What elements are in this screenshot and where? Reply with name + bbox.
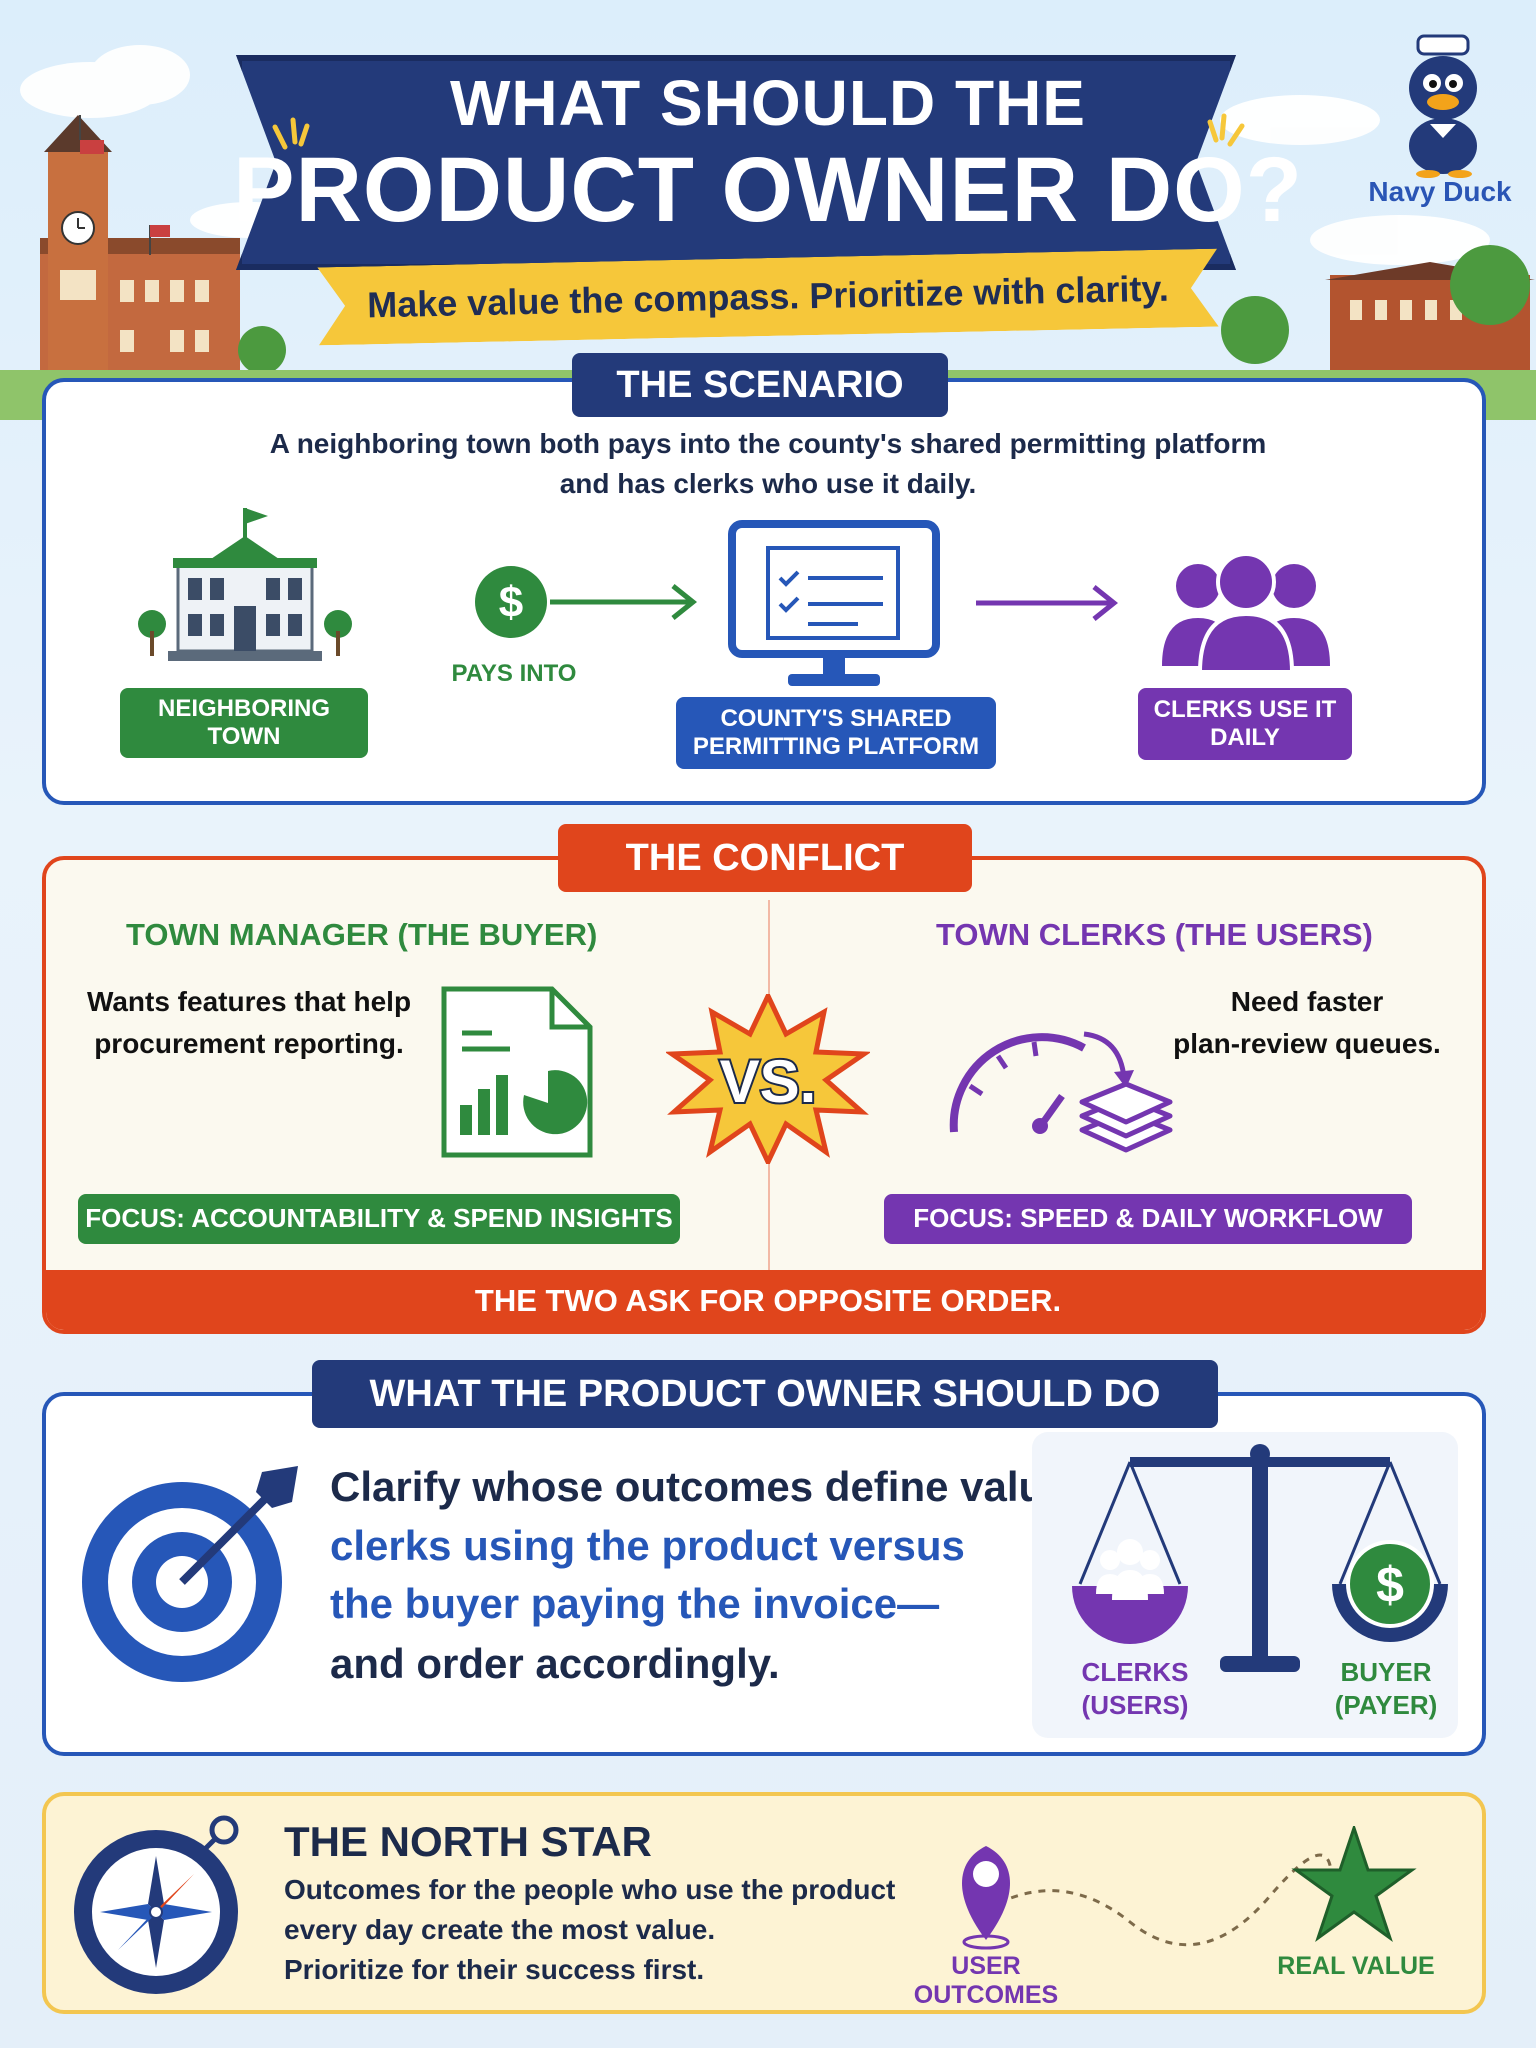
conflict-heading: THE CONFLICT [558, 824, 972, 892]
buyer-line1: Wants features that help [86, 986, 412, 1017]
scale-left-line2: (USERS) [1081, 1689, 1189, 1720]
dollar-icon [475, 566, 547, 638]
town-label-line1: NEIGHBORING [157, 695, 330, 723]
arrow-right-icon [976, 585, 1119, 621]
report-document-icon [441, 986, 593, 1158]
north-star-line3: Prioritize for their success first. [284, 1954, 705, 1985]
real-value-label: REAL VALUE [1277, 1952, 1435, 1980]
clerks-label-line1: CLERKS USE IT [1153, 696, 1337, 724]
compass-icon [74, 1815, 239, 1994]
value-path-graphic [962, 1826, 1417, 1950]
scenario-line2: and has clerks who use it daily. [559, 468, 977, 499]
buyer-line2: procurement reporting. [94, 1028, 404, 1059]
page-title-line2: PRODUCT OWNER DO? [233, 139, 1303, 241]
action-line3: the buyer paying the invoice— [330, 1580, 940, 1627]
star-icon [1291, 1826, 1417, 1942]
clerks-label: CLERKS USE IT DAILY [1138, 688, 1352, 760]
sparkle-icon [272, 117, 310, 150]
pays-into-label: PAYS INTO [451, 660, 577, 687]
svg-text:$: $ [499, 578, 523, 627]
people-icon [1162, 556, 1330, 674]
action-line1: Clarify whose outcomes define value— [330, 1463, 1110, 1510]
scenario-line1: A neighboring town both pays into the co… [269, 428, 1267, 459]
arrow-right-icon [671, 584, 698, 620]
users-line2: plan-review queues. [1173, 1028, 1441, 1059]
scenario-heading: THE SCENARIO [572, 353, 948, 417]
conflict-footer: THE TWO ASK FOR OPPOSITE ORDER. [474, 1283, 1062, 1318]
action-line2: clerks using the product versus [330, 1522, 965, 1569]
vs-burst-icon: VS. [666, 994, 870, 1164]
north-star-heading: THE NORTH STAR [284, 1818, 652, 1865]
users-focus: FOCUS: SPEED & DAILY WORKFLOW [884, 1194, 1412, 1244]
user-outcomes-label: USER OUTCOMES [913, 1952, 1059, 2009]
users-heading: TOWN CLERKS (THE USERS) [936, 917, 1373, 952]
platform-label: COUNTY'S SHARED PERMITTING PLATFORM [676, 697, 996, 769]
clerks-label-line2: DAILY [1210, 724, 1280, 751]
buyer-focus: FOCUS: ACCOUNTABILITY & SPEND INSIGHTS [78, 1194, 680, 1244]
balance-scale-icon: $ [1072, 1444, 1448, 1672]
sparkle-icon [1207, 113, 1245, 147]
scale-left-line1: CLERKS [1081, 1657, 1189, 1687]
scale-right-line2: (PAYER) [1334, 1689, 1438, 1720]
duck-mascot-icon [1409, 34, 1477, 178]
platform-label-line2: PERMITTING PLATFORM [692, 733, 980, 760]
pays-into-arrow: $ [475, 566, 698, 638]
users-line1: Need faster [1230, 986, 1384, 1017]
speedometer-icon [949, 1031, 1134, 1134]
map-pin-icon [962, 1846, 1010, 1950]
speed-workflow-graphic [949, 1031, 1173, 1153]
north-star-line2: every day create the most value. [284, 1914, 716, 1945]
town-hall-icon [138, 508, 352, 661]
clocktower-building [40, 115, 240, 380]
north-star-line1: Outcomes for the people who use the prod… [284, 1874, 896, 1905]
buyer-heading: TOWN MANAGER (THE BUYER) [126, 917, 598, 952]
action-heading: WHAT THE PRODUCT OWNER SHOULD DO [312, 1360, 1218, 1428]
scale-left-label: CLERKS (USERS) [1062, 1656, 1208, 1721]
scale-right-line1: BUYER [1340, 1657, 1432, 1687]
action-line4: and order accordingly. [330, 1640, 780, 1687]
stacked-layers-icon [1079, 1081, 1173, 1153]
platform-label-line1: COUNTY'S SHARED [720, 705, 952, 733]
monitor-checklist-icon [728, 520, 940, 686]
page-subtitle: Make value the compass. Prioritize with … [366, 267, 1170, 326]
dollar-icon [1346, 1540, 1434, 1628]
target-arrow-icon [82, 1466, 298, 1682]
people-icon [1096, 1539, 1164, 1600]
north-star-card [42, 1792, 1486, 2014]
brand-name: Navy Duck [1368, 176, 1512, 207]
page-title-line1: WHAT SHOULD THE [450, 67, 1086, 139]
flag-icon [80, 140, 104, 154]
svg-text:$: $ [1376, 1557, 1404, 1613]
vs-label: VS. [720, 1048, 817, 1115]
town-label: NEIGHBORING TOWN [120, 688, 368, 758]
scale-right-label: BUYER (PAYER) [1312, 1656, 1460, 1721]
town-label-line2: TOWN [207, 723, 281, 750]
